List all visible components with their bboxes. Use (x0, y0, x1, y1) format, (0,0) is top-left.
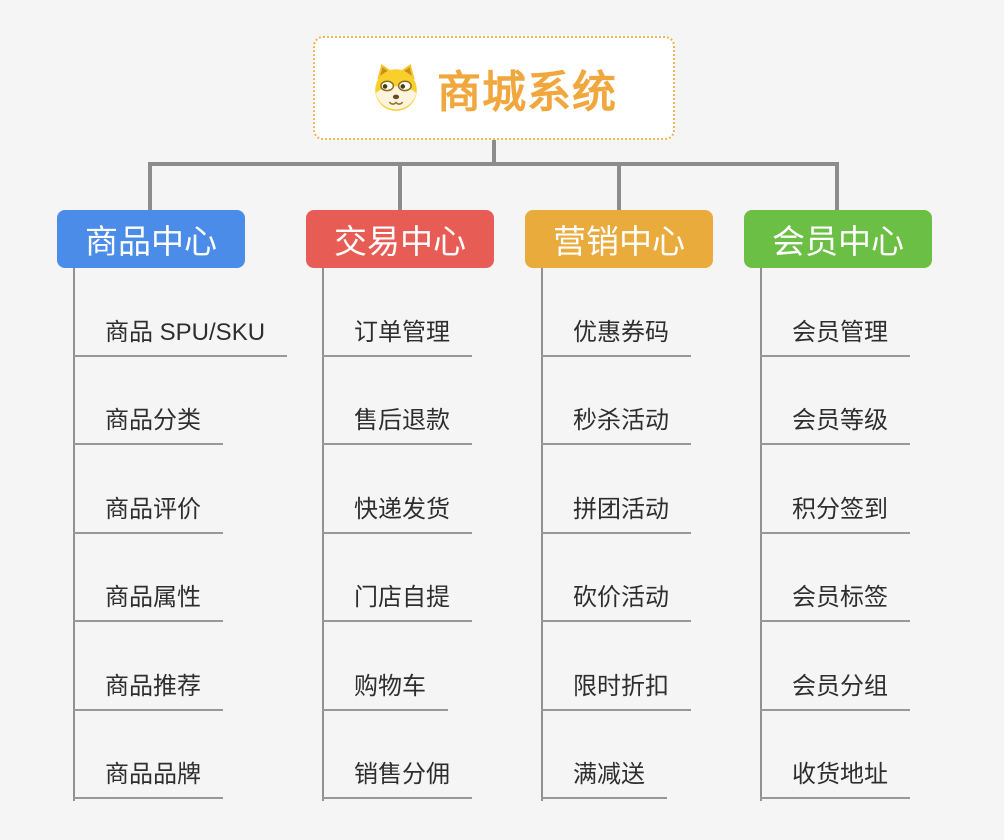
leaf-item[interactable]: 积分签到 (760, 445, 910, 534)
leaf-item[interactable]: 商品分类 (73, 357, 223, 445)
leaf-item[interactable]: 会员标签 (760, 534, 910, 622)
connector-bus (148, 162, 839, 166)
root-node[interactable]: 商城系统 (313, 36, 675, 140)
leaf-item[interactable]: 拼团活动 (541, 445, 691, 534)
leaf-item[interactable]: 限时折扣 (541, 622, 691, 711)
leaf-item[interactable]: 销售分佣 (322, 711, 472, 799)
branch-items: 会员管理 会员等级 积分签到 会员标签 会员分组 收货地址 (760, 268, 910, 799)
branch-spine (541, 268, 543, 801)
leaf-item[interactable]: 门店自提 (322, 534, 472, 622)
leaf-item[interactable]: 商品推荐 (73, 622, 223, 711)
leaf-item[interactable]: 购物车 (322, 622, 448, 711)
leaf-item[interactable]: 快递发货 (322, 445, 472, 534)
root-label: 商城系统 (437, 68, 617, 117)
leaf-item[interactable]: 售后退款 (322, 357, 472, 445)
connector-drop-product (148, 162, 152, 210)
leaf-item[interactable]: 满减送 (541, 711, 667, 799)
leaf-item[interactable]: 优惠券码 (541, 268, 691, 357)
branch-items: 优惠券码 秒杀活动 拼团活动 砍价活动 限时折扣 满减送 (541, 268, 691, 799)
branch-node-marketing-center[interactable]: 营销中心 (525, 210, 713, 268)
connector-drop-member (835, 162, 839, 210)
branch-member-center: 会员中心 会员管理 会员等级 积分签到 会员标签 会员分组 收货地址 (744, 210, 932, 801)
branch-node-member-center[interactable]: 会员中心 (744, 210, 932, 268)
leaf-item[interactable]: 商品属性 (73, 534, 223, 622)
branch-marketing-center: 营销中心 优惠券码 秒杀活动 拼团活动 砍价活动 限时折扣 满减送 (525, 210, 713, 801)
branch-items: 订单管理 售后退款 快递发货 门店自提 购物车 销售分佣 (322, 268, 472, 799)
leaf-item[interactable]: 收货地址 (760, 711, 910, 799)
connector-drop-trade (398, 162, 402, 210)
leaf-item[interactable]: 会员等级 (760, 357, 910, 445)
leaf-item[interactable]: 商品 SPU/SKU (73, 268, 288, 357)
branch-items: 商品 SPU/SKU 商品分类 商品评价 商品属性 商品推荐 商品品牌 (73, 268, 288, 799)
dog-icon (371, 63, 421, 113)
branch-product-center: 商品中心 商品 SPU/SKU 商品分类 商品评价 商品属性 商品推荐 商品品牌 (57, 210, 288, 801)
leaf-item[interactable]: 秒杀活动 (541, 357, 691, 445)
leaf-item[interactable]: 订单管理 (322, 268, 472, 357)
leaf-item[interactable]: 砍价活动 (541, 534, 691, 622)
leaf-item[interactable]: 会员管理 (760, 268, 910, 357)
leaf-item[interactable]: 会员分组 (760, 622, 910, 711)
leaf-item[interactable]: 商品品牌 (73, 711, 223, 799)
branch-spine (760, 268, 762, 801)
branch-node-product-center[interactable]: 商品中心 (57, 210, 245, 268)
branch-trade-center: 交易中心 订单管理 售后退款 快递发货 门店自提 购物车 销售分佣 (306, 210, 494, 801)
branch-node-trade-center[interactable]: 交易中心 (306, 210, 494, 268)
branch-spine (73, 268, 75, 801)
connector-root-drop (492, 140, 496, 166)
branch-spine (322, 268, 324, 801)
leaf-item[interactable]: 商品评价 (73, 445, 223, 534)
connector-drop-marketing (617, 162, 621, 210)
